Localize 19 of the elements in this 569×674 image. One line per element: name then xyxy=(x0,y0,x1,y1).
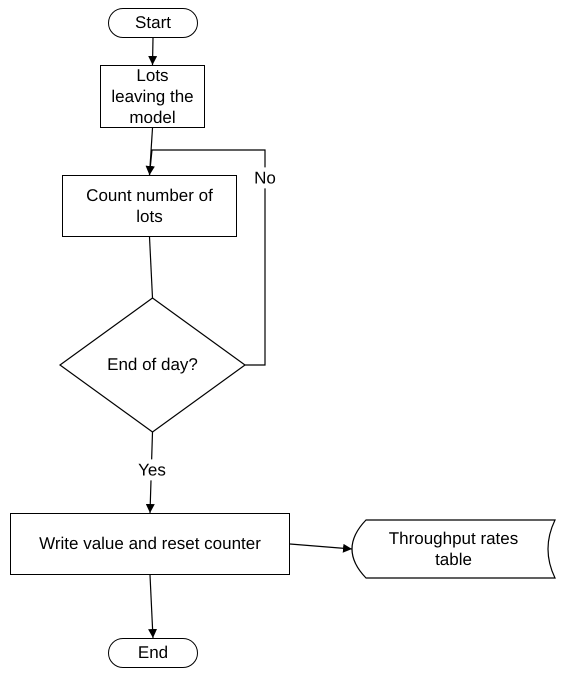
node-label: End xyxy=(138,642,168,664)
process-box xyxy=(10,513,290,575)
stored-data-shape xyxy=(351,519,556,579)
decision-diamond xyxy=(58,297,246,433)
terminator-shape xyxy=(108,8,198,38)
process-box xyxy=(62,175,237,237)
node-label: Write value and reset counter xyxy=(39,533,261,555)
node-label: End of day? xyxy=(107,354,198,376)
connector-arrow xyxy=(148,38,158,66)
connector-arrow xyxy=(146,149,266,366)
node-label: Start xyxy=(135,12,171,34)
connector-arrow xyxy=(148,574,158,638)
node-label: Count number of lots xyxy=(85,184,214,228)
node-label: Throughput rates table xyxy=(388,528,520,570)
connector-arrow xyxy=(290,543,352,553)
process-box xyxy=(100,65,205,128)
terminator-shape xyxy=(108,638,198,668)
edge-label: Yes xyxy=(136,459,168,481)
node-label: Lots leaving the model xyxy=(110,64,195,128)
